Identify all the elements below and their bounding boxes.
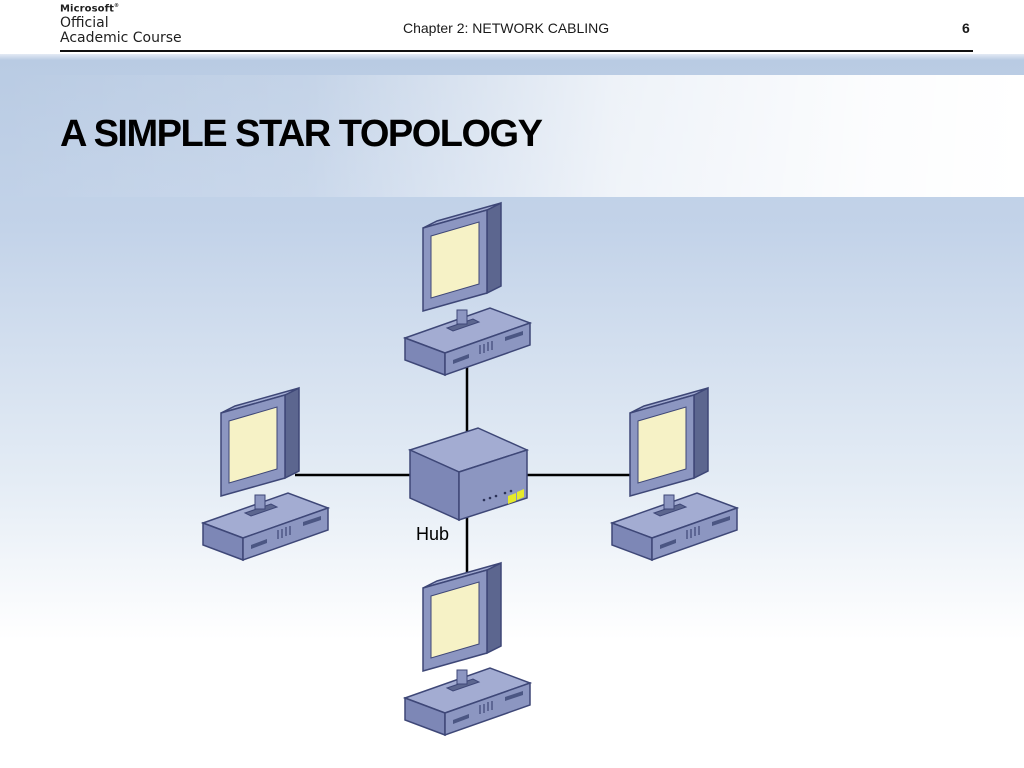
hub-label: Hub <box>416 524 449 544</box>
chapter-title: Chapter 2: NETWORK CABLING <box>403 20 610 36</box>
page-number: 6 <box>962 20 970 36</box>
computer-bottom <box>404 562 531 736</box>
logo-microsoft-text: Microsoft® <box>60 3 120 15</box>
slide-title: A SIMPLE STAR TOPOLOGY <box>60 113 543 155</box>
title-band <box>0 75 1024 197</box>
header-divider <box>60 50 973 52</box>
microsoft-official-academic-course-logo: Microsoft® Official Academic Course <box>60 3 182 47</box>
hub-led-icon <box>508 493 516 504</box>
logo-academic-course-text: Academic Course <box>60 30 182 47</box>
computer-right <box>611 387 738 561</box>
computer-top <box>404 202 531 376</box>
hub-device <box>407 427 530 522</box>
logo-official-text: Official <box>60 15 109 32</box>
hub-led-icon <box>517 489 524 500</box>
slide-header: Microsoft® Official Academic Course Chap… <box>0 0 1024 54</box>
